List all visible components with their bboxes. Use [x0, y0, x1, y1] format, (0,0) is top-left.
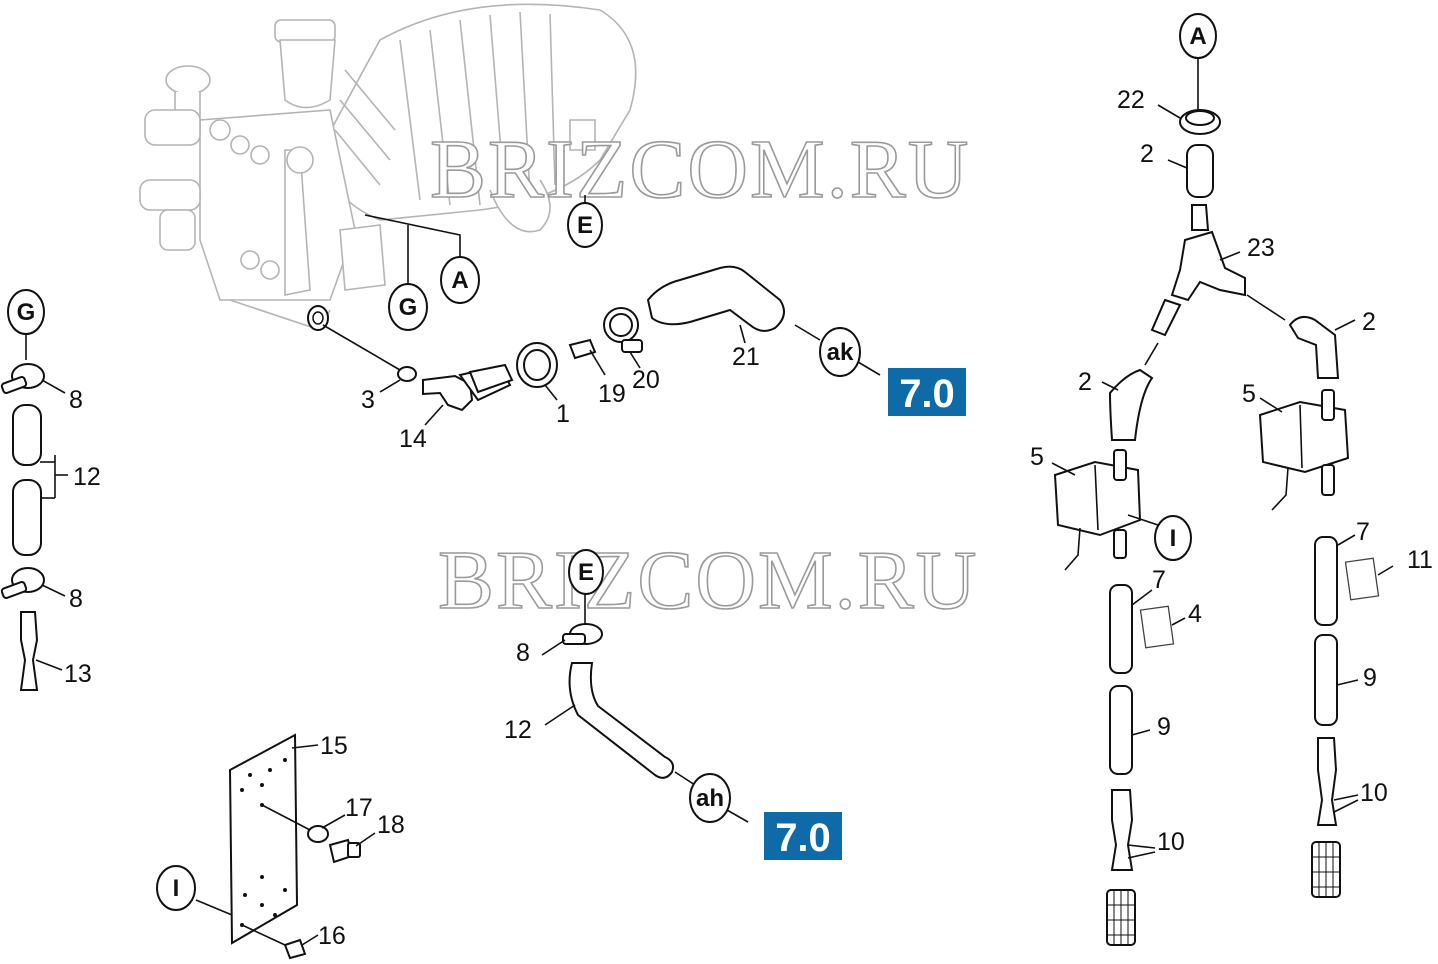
part-number: 5 — [1030, 443, 1044, 471]
mounting-plate — [195, 733, 376, 960]
part-number: 1 — [556, 400, 570, 428]
part-number: 17 — [345, 794, 373, 822]
callout-ah: ah — [689, 773, 731, 823]
page-ref-bottom[interactable]: 7.0 — [764, 812, 842, 860]
part-number: 12 — [504, 716, 532, 744]
part-number: 10 — [1360, 779, 1388, 807]
part-number: 15 — [320, 732, 348, 760]
pump-motor-assembly — [139, 3, 637, 331]
part-number: 9 — [1157, 713, 1171, 741]
part-number: 2 — [1362, 308, 1376, 336]
callout-ak: ak — [819, 327, 861, 377]
part-number: 8 — [69, 386, 83, 414]
part-number: 2 — [1140, 140, 1154, 168]
part-number: 9 — [1363, 664, 1377, 692]
hose-assembly-middle — [541, 590, 749, 823]
svg-text:G: G — [17, 299, 36, 326]
svg-text:E: E — [578, 559, 594, 586]
svg-text:7.0: 7.0 — [775, 816, 831, 860]
callout-top-E: E — [567, 202, 603, 248]
part-number: 7 — [1152, 566, 1166, 594]
svg-text:E: E — [577, 212, 593, 239]
watermark-top: BRIZCOM.RU — [430, 123, 970, 216]
part-number: 10 — [1157, 828, 1185, 856]
part-number: 12 — [73, 463, 101, 491]
svg-text:A: A — [1189, 23, 1206, 50]
part-number: 8 — [69, 585, 83, 613]
svg-text:7.0: 7.0 — [899, 372, 955, 416]
callout-right-A: A — [1179, 13, 1217, 59]
callout-left-G: G — [7, 289, 45, 335]
part-number: 13 — [64, 660, 92, 688]
part-numbers: 3 14 1 19 20 21 8 12 8 13 8 12 15 17 18 … — [64, 86, 1433, 950]
svg-text:I: I — [1170, 525, 1177, 552]
svg-text:ah: ah — [696, 785, 724, 812]
part-number: 4 — [1188, 600, 1202, 628]
callout-right-I: I — [1154, 515, 1192, 561]
part-number: 18 — [377, 811, 405, 839]
part-number: 16 — [318, 922, 346, 950]
part-number: 21 — [732, 343, 760, 371]
part-number: 23 — [1247, 234, 1275, 262]
part-number: 14 — [399, 425, 427, 453]
part-number: 8 — [516, 639, 530, 667]
page-ref-top[interactable]: 7.0 — [888, 368, 966, 416]
part-number: 22 — [1117, 86, 1145, 114]
svg-text:A: A — [451, 267, 468, 294]
hose-assembly-left — [0, 333, 68, 691]
part-number: 11 — [1407, 546, 1433, 574]
hose-assembly-top — [322, 265, 881, 426]
watermark-middle: BRIZCOM.RU — [438, 534, 978, 627]
part-number: 19 — [598, 380, 626, 408]
callout-top-A: A — [440, 256, 480, 304]
valve-assembly-right — [1051, 58, 1394, 946]
svg-text:ak: ak — [827, 339, 854, 366]
callout-top-G: G — [388, 283, 428, 331]
svg-text:G: G — [399, 294, 418, 321]
callout-bottom-I: I — [156, 865, 196, 911]
part-number: 5 — [1242, 380, 1256, 408]
svg-text:I: I — [173, 875, 180, 902]
callout-mid-E: E — [568, 549, 604, 595]
part-number: 7 — [1356, 518, 1370, 546]
part-number: 2 — [1078, 368, 1092, 396]
part-number: 20 — [632, 366, 660, 394]
part-number: 3 — [361, 386, 375, 414]
